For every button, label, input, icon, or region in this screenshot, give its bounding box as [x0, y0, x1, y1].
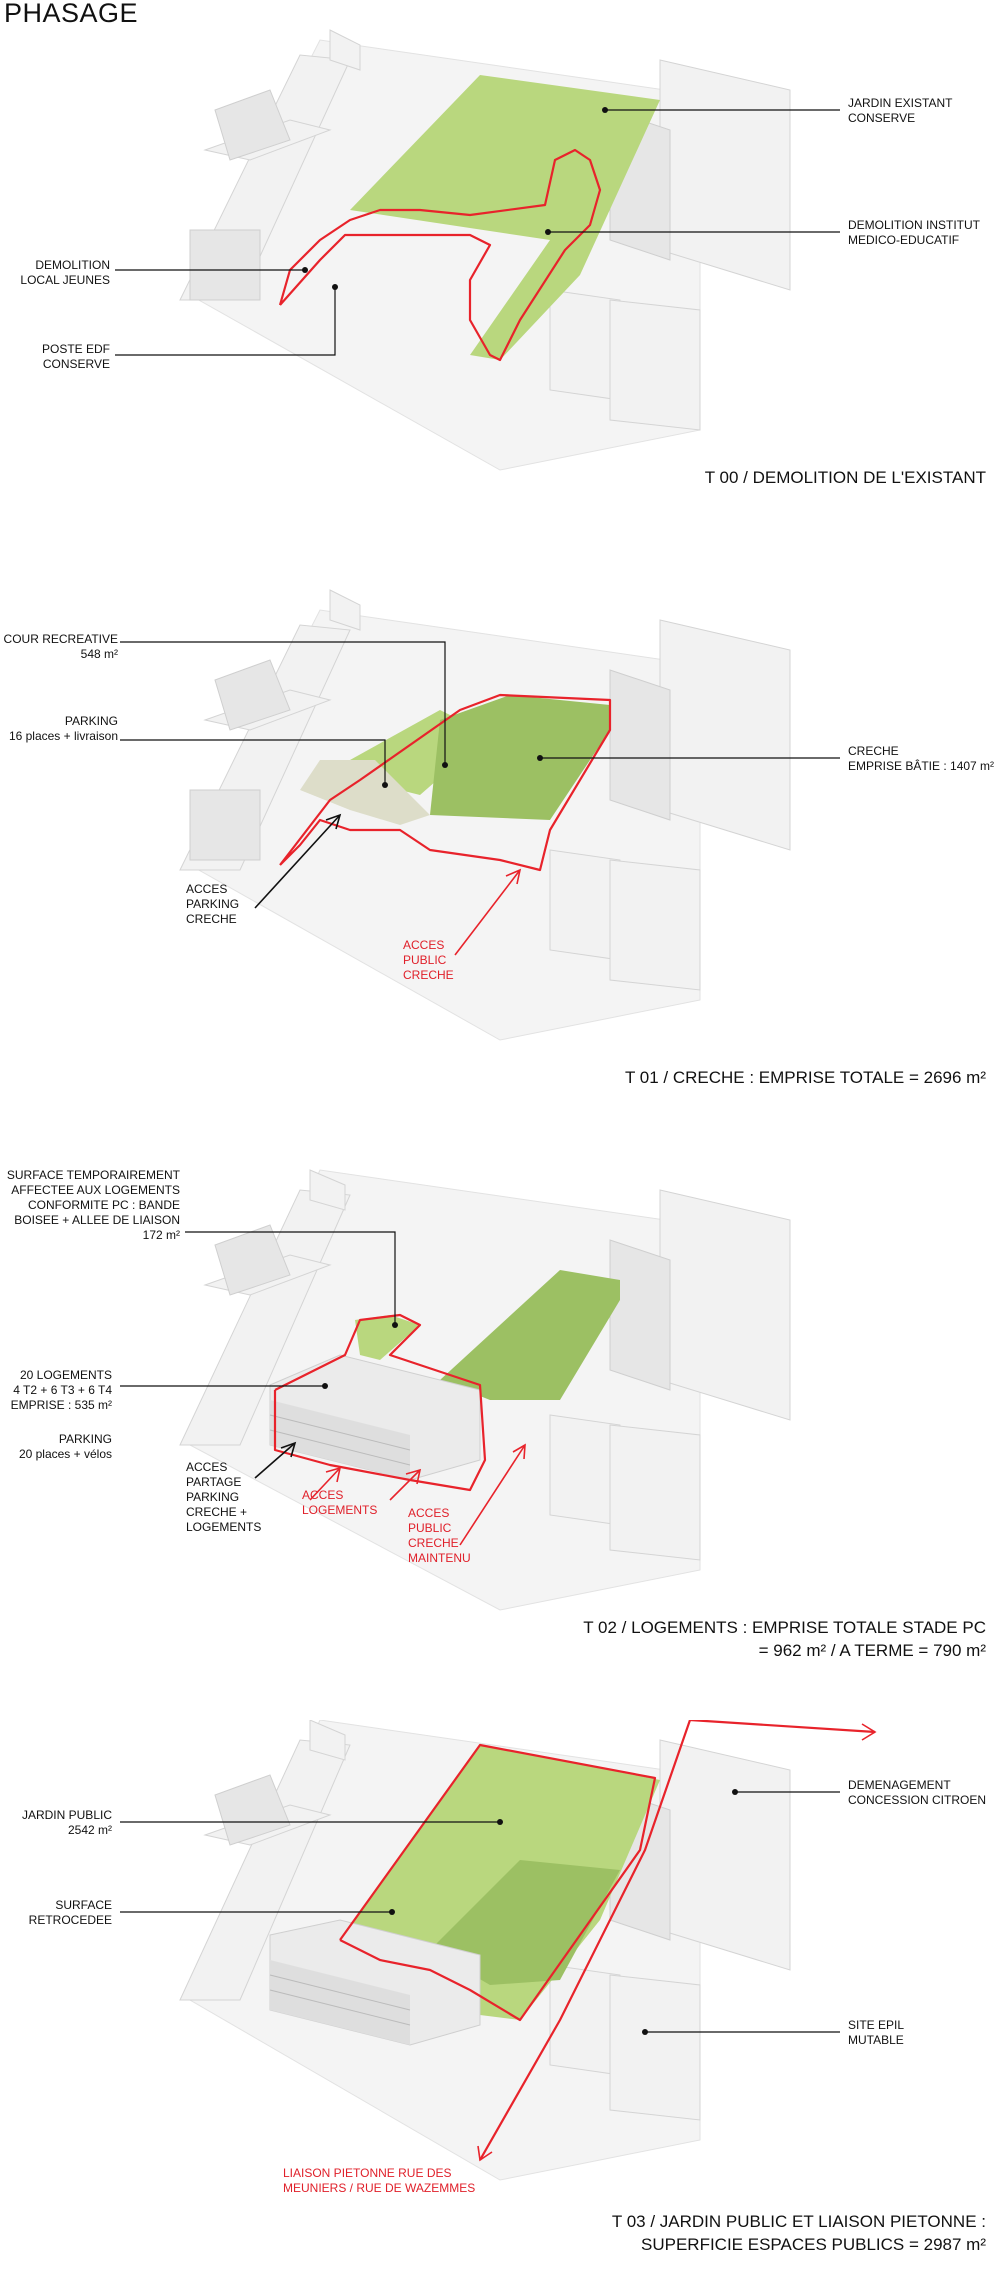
page-title: PHASAGE	[4, 0, 139, 28]
massing-model-t01	[120, 589, 840, 1041]
caption-t01: T 01 / CRECHE : EMPRISE TOTALE = 2696 m²	[624, 1068, 986, 1087]
caption-t00: T 00 / DEMOLITION DE L'EXISTANT	[704, 468, 986, 487]
caption-t02: T 02 / LOGEMENTS : EMPRISE TOTALE STADE …	[583, 1618, 986, 1660]
massing-model-t02	[120, 1169, 791, 1611]
massing-model-t03	[120, 1720, 877, 2181]
massing-model-t00	[115, 29, 840, 471]
caption-t03: T 03 / JARDIN PUBLIC ET LIAISON PIETONNE…	[611, 2212, 986, 2254]
